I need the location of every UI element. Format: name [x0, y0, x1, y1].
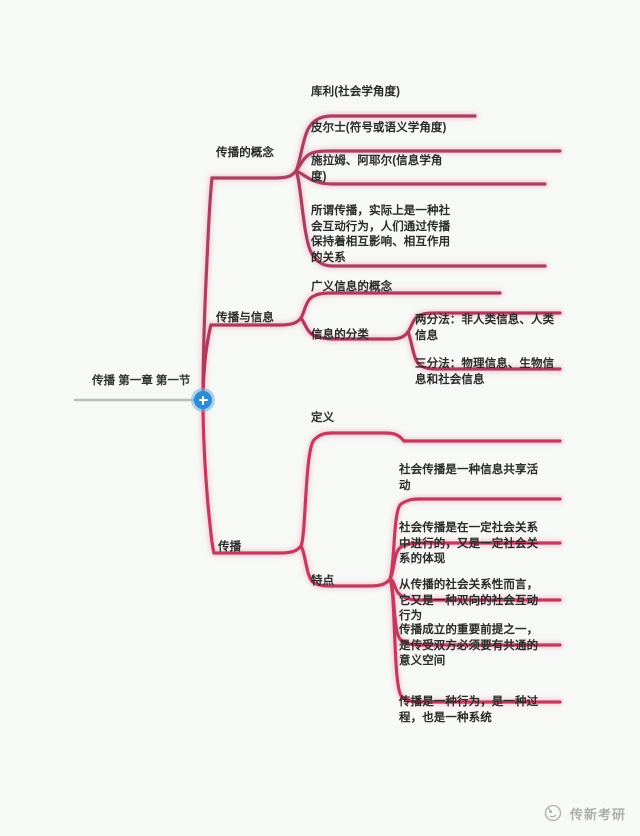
branch-label-concept[interactable]: 传播的概念	[216, 147, 274, 159]
leaf-schramm[interactable]: 施拉姆、阿耶尔(信息学角 度)	[311, 155, 443, 183]
node-info-classify[interactable]: 信息的分类	[311, 329, 369, 341]
root-node-label: 传播 第一章 第一节	[92, 375, 191, 387]
leaf-definition-text[interactable]: 所谓传播，实际上是一种社 会互动行为，人们通过传播 保持着相互影响、相互作用 的…	[311, 205, 451, 264]
branch-label-info[interactable]: 传播与信息	[216, 312, 274, 324]
leaf-peirce[interactable]: 皮尔士(符号或语义学角度)	[311, 122, 447, 134]
leaf-feature-4[interactable]: 传播成立的重要前提之一， 是传受双方必须要有共通的 意义空间	[399, 624, 539, 667]
leaf-broad-info[interactable]: 广义信息的概念	[311, 281, 393, 293]
leaf-feature-1[interactable]: 社会传播是一种信息共享活 动	[399, 464, 539, 492]
node-definition[interactable]: 定义	[311, 412, 335, 424]
expand-plus-button[interactable]	[194, 391, 212, 409]
leaf-feature-5[interactable]: 传播是一种行为，是一种过 程，也是一种系统	[399, 696, 539, 724]
node-features[interactable]: 特点	[311, 575, 335, 587]
watermark: 传新考研	[542, 802, 626, 824]
circle-logo-icon	[544, 804, 562, 822]
leaf-cooley[interactable]: 库利(社会学角度)	[311, 86, 401, 98]
leaf-feature-3[interactable]: 从传播的社会关系性而言， 它又是一种双向的社会互动 行为	[399, 579, 539, 622]
leaf-three-way-classification[interactable]: 三分法：物理信息、生物信 息和社会信息	[415, 358, 555, 386]
leaf-feature-2[interactable]: 社会传播是在一定社会关系 中进行的，又是一定社会关 系的体现	[399, 522, 539, 565]
watermark-text: 传新考研	[569, 806, 626, 822]
branch-label-chuanbo[interactable]: 传播	[218, 541, 242, 553]
leaf-two-way-classification[interactable]: 两分法：非人类信息、人类 信息	[415, 314, 555, 342]
